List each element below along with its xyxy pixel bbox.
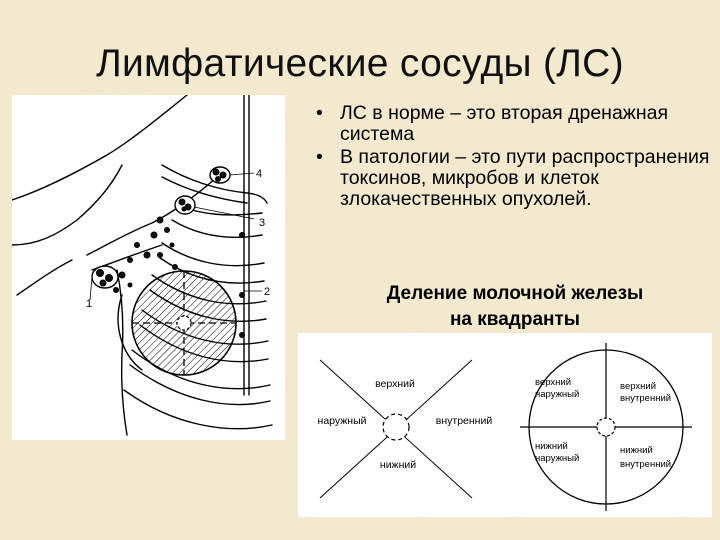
quadrant-figure: верхний наружный внутренний нижний верхн…: [298, 333, 712, 517]
bullet-list: ЛС в норме – это вторая дренажная систем…: [316, 103, 711, 212]
quadrant-label-lower-outer-1: нижний: [535, 441, 568, 452]
node-label-1: 1: [86, 298, 92, 310]
node-label-3: 3: [259, 217, 265, 229]
bullet-item: ЛС в норме – это вторая дренажная систем…: [316, 103, 711, 145]
quadrant-subtitle: Деление молочной железы на квадранты: [330, 281, 700, 333]
chest-lymph-nodes-drawing: 4 3 2 1: [11, 94, 273, 436]
quadrant-label-upper-outer-2: наружный: [535, 389, 579, 400]
quadrant-label-lower-inner-2: внутренний: [620, 459, 671, 470]
quadrant-label-upper-outer-1: верхний: [535, 377, 571, 388]
lymph-nodes: [91, 166, 245, 338]
nipple-circle: [382, 413, 410, 441]
node-label-4: 4: [256, 168, 262, 180]
node-label-2: 2: [264, 286, 270, 298]
anatomy-figure: 4 3 2 1: [11, 94, 285, 440]
quadrant-diagram-left: верхний наружный внутренний нижний: [310, 359, 502, 499]
quadrant-label-upper-inner-1: верхний: [620, 381, 656, 392]
quadrant-label-left: наружный: [318, 415, 367, 427]
quadrant-label-bottom: нижний: [380, 459, 416, 471]
nipple-circle: [176, 315, 192, 331]
quadrant-diagrams: верхний наружный внутренний нижний верхн…: [310, 343, 692, 511]
quadrant-label-lower-outer-2: наружный: [535, 453, 579, 464]
slide-title: Лимфатические сосуды (ЛС): [96, 42, 624, 85]
subtitle-line: на квадранты: [449, 309, 581, 330]
quadrant-diagram-right: верхний наружный верхний внутренний нижн…: [520, 343, 692, 511]
quadrant-label-lower-inner-1: нижний: [620, 445, 653, 456]
quadrant-label-right: внутренний: [436, 415, 493, 427]
quadrant-label-top: верхний: [375, 378, 415, 390]
subtitle-line: Деление молочной железы: [386, 283, 644, 304]
bullet-item: В патологии – это пути распространения т…: [316, 147, 711, 210]
nipple-circle: [596, 417, 616, 437]
quadrant-label-upper-inner-2: внутренний: [620, 393, 671, 404]
